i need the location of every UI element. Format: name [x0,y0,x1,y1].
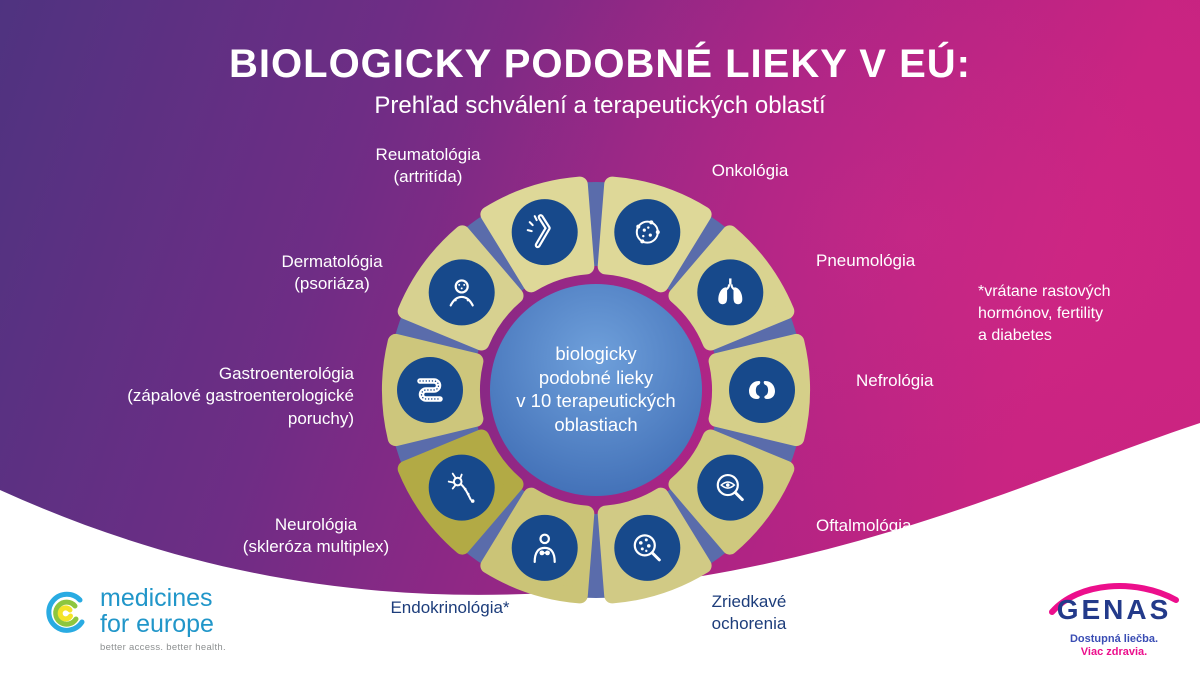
therapy-areas-donut [382,176,810,604]
label-nefrologia: Nefrológia [856,371,934,390]
segments-group [382,176,810,604]
intestine-icon [420,381,440,399]
neurologia-icon-circle [428,454,495,521]
label-reumatologia: Reumatológia (artritída) [375,145,481,187]
mfe-tagline: better access. better health. [100,642,226,653]
onkologia-icon-circle [614,199,681,266]
genas-tagline-1: Dostupná liečba. [1069,633,1159,645]
page-title: BIOLOGICKY PODOBNÉ LIEKY V EÚ: [229,42,971,86]
label-zriedkave-ochorenia: Zriedkavé ochorenia [711,592,787,634]
genas-swoosh-icon [1049,583,1179,615]
genas-tagline-2: Viac zdravia. [1080,646,1148,658]
label-endokrinologia: Endokrinológia* [390,598,510,617]
label-neurologia: Neurológia (skleróza multiplex) [242,515,390,557]
genas-logo: GENAS Dostupná liečba. Viac zdravia. [1044,580,1184,658]
nefrologia-icon-circle [729,357,795,423]
genas-wordmark: GENAS [1056,594,1172,625]
label-onkologia: Onkológia [711,161,789,180]
label-dermatologia: Dermatológia (psoriáza) [281,252,383,294]
medicines-for-europe-swirl-icon [46,591,85,633]
label-gastroenterologia: Gastroenterológia (zápalové gastroentero… [127,364,354,428]
pneumologia-icon-circle [697,259,764,326]
footnote: *vrátane rastových hormónov, fertility a… [978,283,1111,345]
white-wave [0,423,1200,675]
page-subtitle: Prehľad schválení a terapeutických oblas… [374,92,826,119]
center-circle-text: biologicky podobné lieky v 10 terapeutic… [516,343,676,436]
mfe-wordmark-line2: for europe [100,609,214,638]
label-oftalmologia: Oftalmológia [816,516,912,535]
medicines-for-europe-logo: medicines for europe better access. bett… [40,584,226,653]
center-circle [490,284,702,496]
mfe-wordmark-line1: medicines [100,584,213,612]
label-pneumologia: Pneumológia [816,251,916,270]
zriedkave-ochorenia-icon-circle [614,514,681,581]
